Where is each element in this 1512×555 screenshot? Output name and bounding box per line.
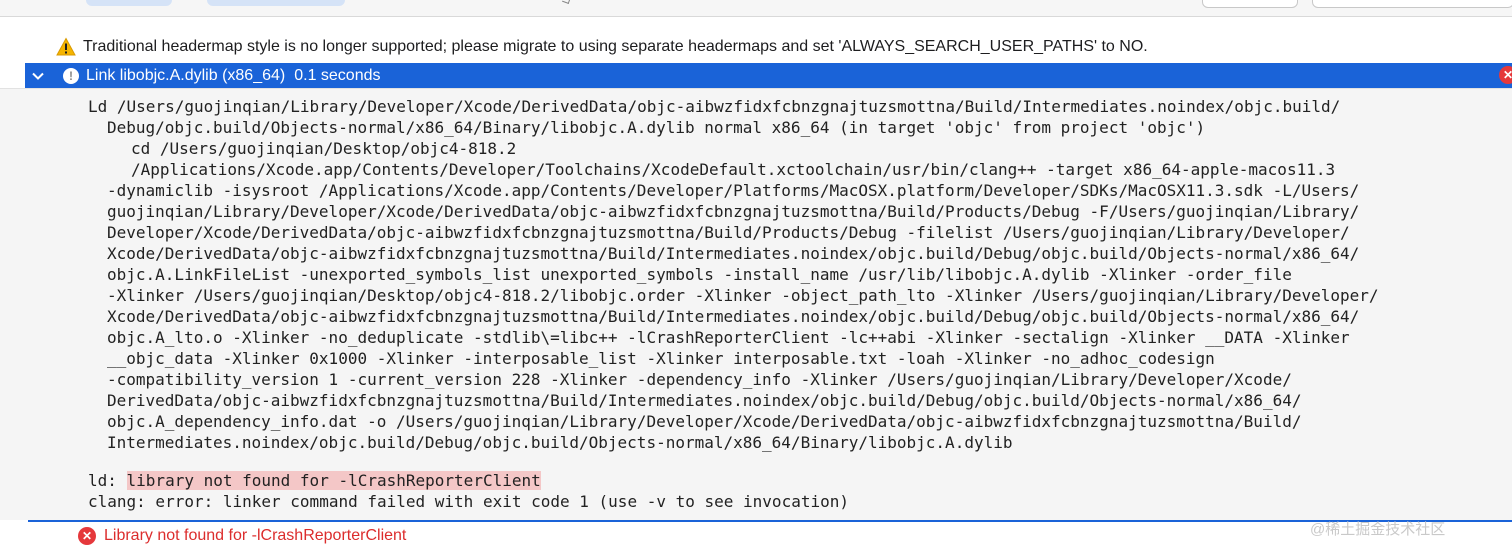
toolbar-tab-selected[interactable] xyxy=(207,0,345,6)
toolbar-button[interactable] xyxy=(1202,0,1298,8)
error-text: Library not found for -lCrashReporterCli… xyxy=(104,527,407,544)
ld-error-highlight: library not found for -lCrashReporterCli… xyxy=(126,471,541,490)
linker-output-block: ld: library not found for -lCrashReporte… xyxy=(0,460,1512,520)
top-toolbar xyxy=(0,0,1512,17)
toolbar-tab-left[interactable] xyxy=(86,0,172,6)
log-line: objc.A_dependency_info.dat -o /Users/guo… xyxy=(107,412,1302,431)
ld-error-line: ld: library not found for -lCrashReporte… xyxy=(88,470,541,491)
warning-message[interactable]: Traditional headermap style is no longer… xyxy=(56,36,1496,58)
warning-triangle-icon xyxy=(56,37,76,56)
log-line: Ld /Users/guojinqian/Library/Developer/X… xyxy=(88,97,1341,116)
log-line: -dynamiclib -isysroot /Applications/Xcod… xyxy=(107,181,1360,200)
link-step-duration: 0.1 seconds xyxy=(294,66,381,84)
log-command-block: Ld /Users/guojinqian/Library/Developer/X… xyxy=(0,88,1512,461)
log-line: Xcode/DerivedData/objc-aibwzfidxfcbnzgna… xyxy=(107,244,1360,263)
warning-text: Traditional headermap style is no longer… xyxy=(83,38,1148,55)
link-step-row[interactable]: ! Link libobjc.A.dylib (x86_64) 0.1 seco… xyxy=(25,63,1512,88)
log-line: cd /Users/guojinqian/Desktop/objc4-818.2 xyxy=(131,139,517,158)
clang-error-line: clang: error: linker command failed with… xyxy=(88,492,849,511)
log-line: objc.A_lto.o -Xlinker -no_deduplicate -s… xyxy=(107,328,1350,347)
log-line: Xcode/DerivedData/objc-aibwzfidxfcbnzgna… xyxy=(107,307,1360,326)
log-line: -Xlinker /Users/guojinqian/Desktop/objc4… xyxy=(107,286,1379,305)
log-line: -compatibility_version 1 -current_versio… xyxy=(107,370,1292,389)
chevron-down-icon[interactable] xyxy=(31,69,45,83)
error-x-circle-icon: ✕ xyxy=(78,527,96,545)
exclamation-circle-icon: ! xyxy=(63,67,79,84)
watermark: @稀土掘金技术社区 xyxy=(1310,521,1446,538)
log-line: Developer/Xcode/DerivedData/objc-aibwzfi… xyxy=(107,223,1350,242)
error-message-row[interactable]: ✕ Library not found for -lCrashReporterC… xyxy=(78,525,406,547)
log-line: objc.A.LinkFileList -unexported_symbols_… xyxy=(107,265,1292,284)
toolbar-filter-field[interactable] xyxy=(1312,0,1512,8)
link-step-title: Link libobjc.A.dylib (x86_64) xyxy=(86,66,286,84)
log-line: Debug/objc.build/Objects-normal/x86_64/B… xyxy=(107,118,1206,137)
log-line: __objc_data -Xlinker 0x1000 -Xlinker -in… xyxy=(107,349,1215,368)
log-line: /Applications/Xcode.app/Contents/Develop… xyxy=(131,160,1336,179)
selection-divider xyxy=(28,520,1512,522)
log-line: DerivedData/objc-aibwzfidxfcbnzgnajtuzsm… xyxy=(107,391,1302,410)
toolbar-glyph xyxy=(562,0,571,4)
ld-prefix: ld: xyxy=(88,471,127,490)
error-count-badge[interactable]: ✕ 1 xyxy=(1499,66,1512,84)
log-line: Intermediates.noindex/objc.build/Debug/o… xyxy=(107,433,1013,452)
error-x-circle-icon: ✕ xyxy=(1499,66,1512,84)
log-line: guojinqian/Library/Developer/Xcode/Deriv… xyxy=(107,202,1360,221)
